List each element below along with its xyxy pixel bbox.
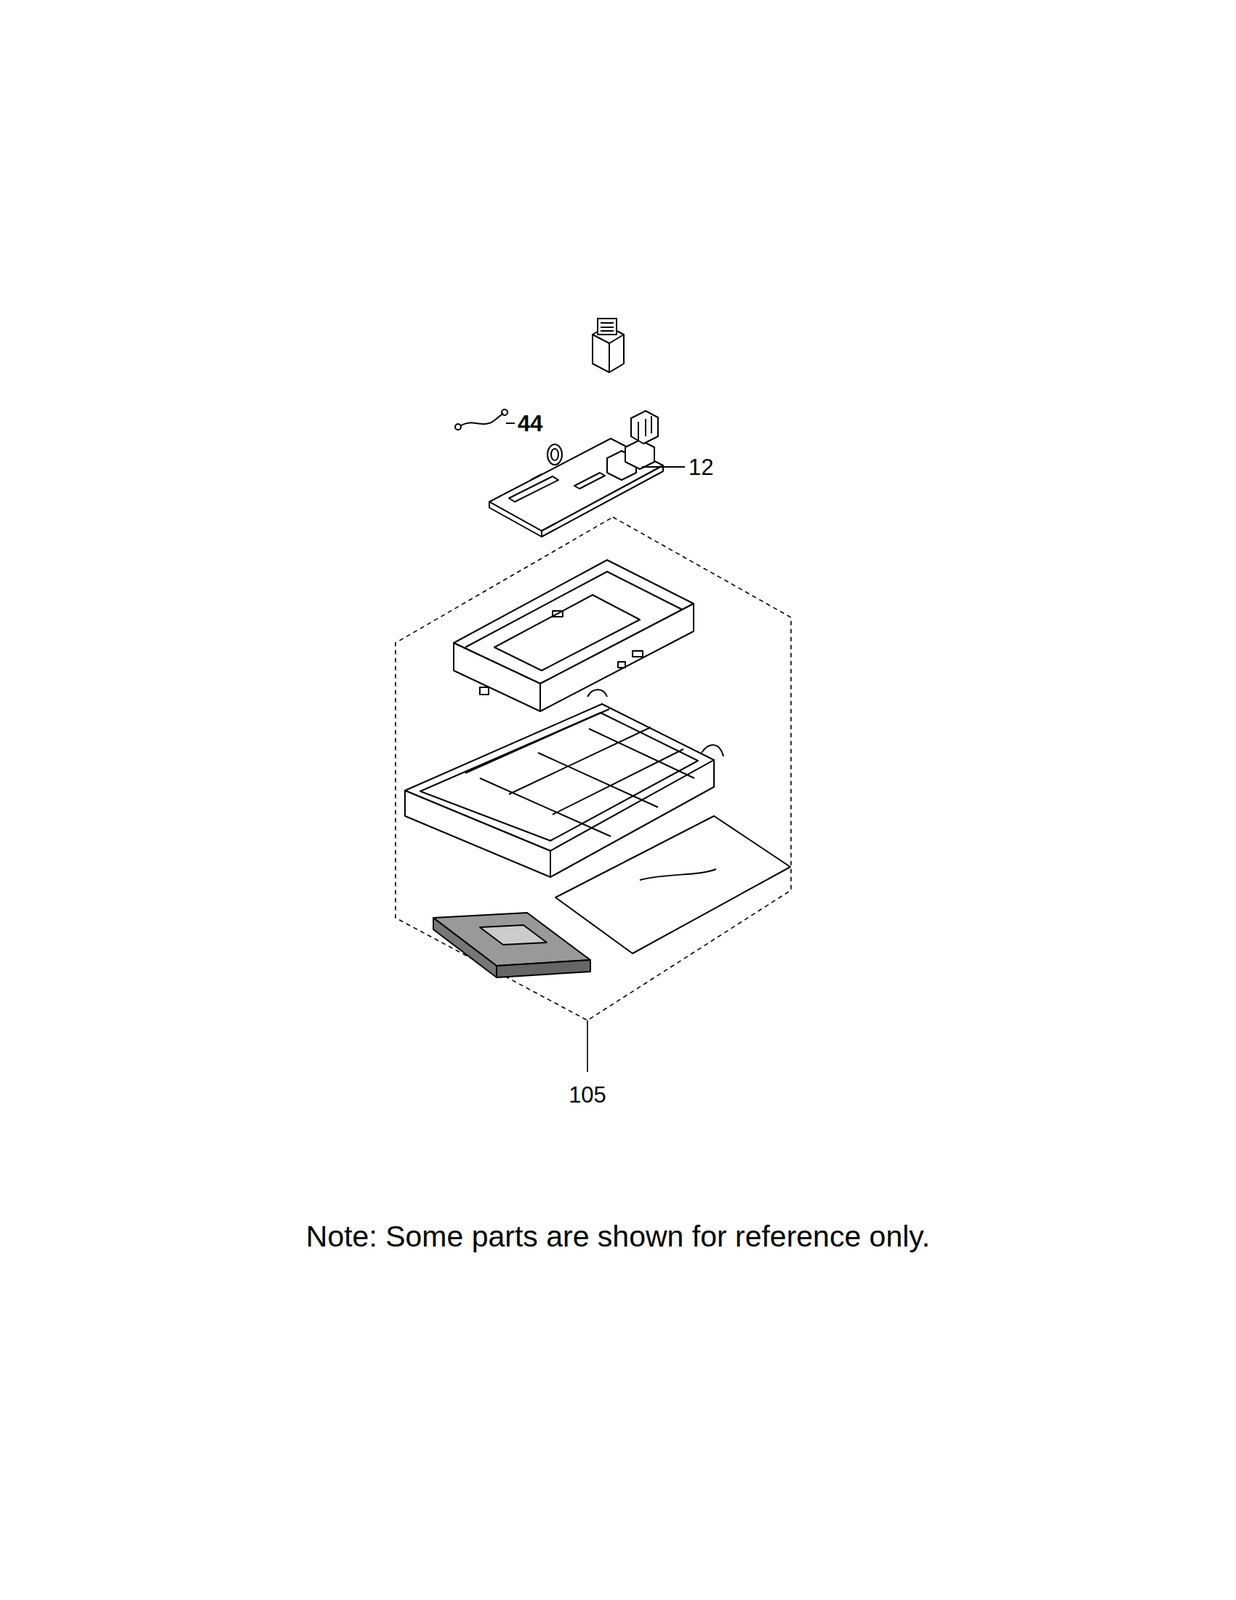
callout-number: 105 bbox=[568, 1083, 607, 1106]
circuit-board bbox=[489, 318, 685, 537]
upper-frame bbox=[453, 559, 694, 712]
filter-piece bbox=[433, 912, 591, 978]
lower-tray bbox=[404, 689, 791, 954]
callout-number: 44 bbox=[517, 412, 543, 435]
callout-number: 12 bbox=[688, 455, 714, 479]
assembly-outline bbox=[395, 516, 792, 1072]
wire-part bbox=[455, 409, 515, 430]
note-text: Note: Some parts are shown for reference… bbox=[306, 1221, 930, 1252]
